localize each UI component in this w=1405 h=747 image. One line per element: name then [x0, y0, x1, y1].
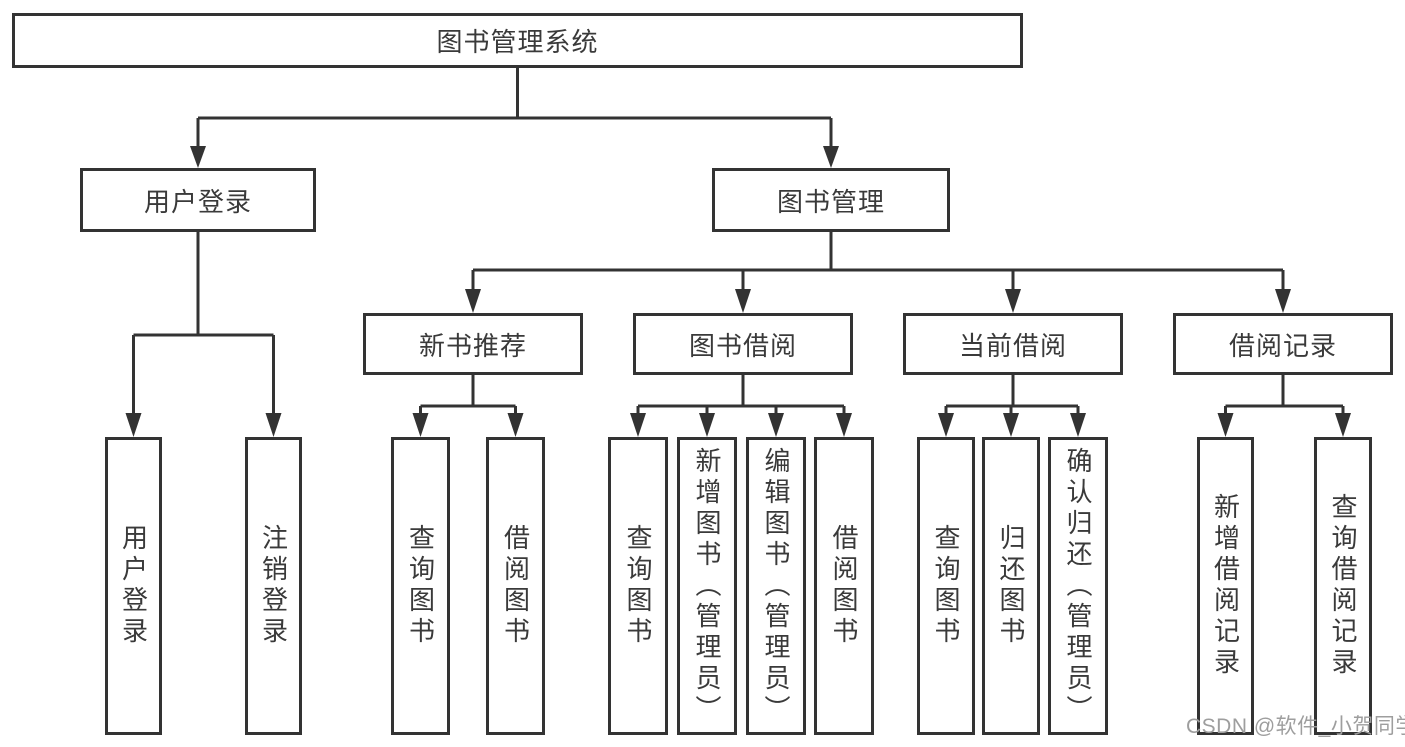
node-label: 图书管理: [776, 186, 885, 217]
node-label: 借阅记录: [1228, 330, 1337, 361]
node-label: 当前借阅: [958, 330, 1067, 361]
connector-borrow-records-children: [1217, 375, 1351, 437]
connector-book-borrow-children: [630, 375, 852, 437]
node-leaf-user-login: 用户登录: [105, 437, 162, 735]
node-leaf-add-borrow-record: 新增借阅记录: [1197, 437, 1254, 735]
node-label: 查询图书: [405, 524, 436, 648]
node-label: 用户登录: [118, 524, 149, 648]
node-label: 新增借阅记录: [1210, 493, 1241, 679]
connector-user-login-children: [125, 232, 282, 437]
node-label: 图书借阅: [688, 330, 797, 361]
node-label: 确认归还（管理员）: [1063, 446, 1093, 726]
node-label: 查询图书: [623, 524, 653, 648]
node-new-book-recommendation: 新书推荐: [363, 313, 583, 375]
node-leaf-confirm-return-admin: 确认归还（管理员）: [1048, 437, 1108, 735]
node-label: 图书管理系统: [436, 27, 599, 57]
connector-book-management-level3: [465, 232, 1291, 313]
connector-current-borrow-children: [938, 375, 1086, 437]
node-borrowing-records: 借阅记录: [1173, 313, 1393, 375]
node-library-management-system: 图书管理系统: [12, 13, 1023, 68]
node-leaf-borrow-books-1: 借阅图书: [486, 437, 545, 735]
node-current-borrowing: 当前借阅: [903, 313, 1123, 375]
node-label: 查询图书: [931, 524, 961, 648]
node-label: 注销登录: [258, 524, 289, 648]
node-leaf-borrow-books-2: 借阅图书: [814, 437, 874, 735]
node-leaf-query-borrow-record: 查询借阅记录: [1314, 437, 1372, 735]
node-label: 归还图书: [996, 524, 1026, 648]
node-label: 查询借阅记录: [1328, 493, 1358, 679]
node-label: 借阅图书: [829, 524, 859, 648]
connector-root-to-level2: [190, 68, 839, 168]
node-user-login: 用户登录: [80, 168, 316, 232]
node-book-borrowing: 图书借阅: [633, 313, 853, 375]
node-leaf-query-books-1: 查询图书: [391, 437, 450, 735]
csdn-watermark: CSDN @软件_小贺同学: [1186, 715, 1405, 738]
node-leaf-query-books-3: 查询图书: [917, 437, 975, 735]
node-book-management: 图书管理: [712, 168, 950, 232]
node-leaf-edit-books-admin: 编辑图书（管理员）: [746, 437, 806, 735]
node-label: 用户登录: [143, 186, 252, 217]
node-label: 新增图书（管理员）: [692, 446, 722, 726]
connector-new-book-children: [412, 375, 524, 437]
node-leaf-add-books-admin: 新增图书（管理员）: [677, 437, 737, 735]
node-label: 新书推荐: [418, 330, 527, 361]
node-leaf-logout: 注销登录: [245, 437, 302, 735]
node-label: 编辑图书（管理员）: [761, 446, 791, 726]
node-label: 借阅图书: [500, 524, 531, 648]
node-leaf-query-books-2: 查询图书: [608, 437, 668, 735]
node-leaf-return-books: 归还图书: [982, 437, 1040, 735]
